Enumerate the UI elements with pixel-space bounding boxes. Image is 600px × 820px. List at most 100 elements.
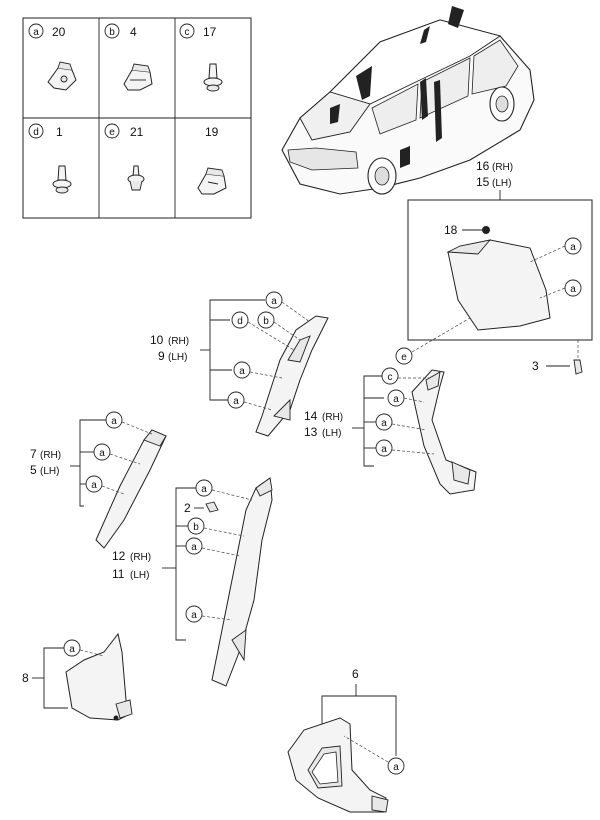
- callout-a: a: [195, 479, 213, 497]
- legend-code-b: b: [109, 27, 115, 38]
- callout-a-text: a: [570, 284, 576, 295]
- callout-d: d: [231, 311, 249, 329]
- callout-a-text: a: [570, 242, 576, 253]
- label-13: 13: [304, 425, 318, 439]
- legend-code-e: e: [109, 127, 115, 138]
- callout-b-text: b: [263, 316, 269, 327]
- callout-a: a: [375, 413, 393, 431]
- label-5-lh: (LH): [40, 466, 59, 477]
- vehicle-illustration: [281, 6, 535, 195]
- legend-code-c: c: [185, 27, 190, 38]
- callout-a-text: a: [271, 296, 277, 307]
- legend-cell-d: d 1: [28, 123, 72, 194]
- clip-b-icon: [123, 63, 153, 91]
- label-8: 8: [22, 671, 29, 685]
- callout-e: e: [395, 347, 413, 365]
- legend-cell-19: 19: [197, 125, 227, 195]
- label-3: 3: [532, 359, 539, 373]
- label-14-rh: (RH): [322, 412, 343, 423]
- legend-cell-c: c 17: [179, 23, 223, 92]
- callout-a: a: [375, 439, 393, 457]
- callout-a-text: a: [91, 480, 97, 491]
- legend-code-a: a: [33, 27, 39, 38]
- label-10-rh: (RH): [168, 336, 189, 347]
- label-9-lh: (LH): [168, 352, 187, 363]
- callout-a: a: [564, 237, 582, 255]
- label-18: 18: [444, 223, 458, 237]
- callout-a: a: [185, 537, 203, 555]
- callout-e-text: e: [401, 352, 407, 363]
- label-14: 14: [304, 409, 318, 423]
- label-11: 11: [112, 567, 125, 581]
- label-13-lh: (LH): [322, 428, 341, 439]
- label-7-rh: (RH): [40, 450, 61, 461]
- callout-a-text: a: [233, 396, 239, 407]
- callout-a-text: a: [239, 366, 245, 377]
- label-10: 10: [150, 333, 164, 347]
- label-6: 6: [352, 667, 359, 681]
- callout-a: a: [105, 411, 123, 429]
- label-11-lh: (LH): [130, 570, 149, 581]
- part-12-11-group: 12 (RH) 11 (LH) 2 a b a a: [112, 477, 273, 687]
- legend-code-d: d: [33, 127, 39, 138]
- callout-b: b: [257, 311, 275, 329]
- callout-a: a: [63, 639, 81, 657]
- callout-a-text: a: [201, 484, 207, 495]
- screw-3-icon: [573, 340, 583, 375]
- callout-b-text: b: [193, 522, 199, 533]
- callout-a-text: a: [381, 418, 387, 429]
- callout-a-text: a: [111, 416, 117, 427]
- callout-a-text: a: [191, 542, 197, 553]
- callout-c: c: [381, 367, 399, 385]
- callout-a: a: [227, 391, 245, 409]
- callout-a-text: a: [99, 448, 105, 459]
- legend-cell-a: a 20: [28, 23, 77, 91]
- callout-b: b: [187, 517, 205, 535]
- clip-19-icon: [197, 167, 227, 195]
- label-12-rh: (RH): [130, 552, 151, 563]
- label-16: 16: [476, 159, 490, 173]
- label-7: 7: [30, 447, 37, 461]
- callout-a: a: [185, 605, 203, 623]
- callout-a-text: a: [393, 762, 399, 773]
- callout-a-text: a: [393, 394, 399, 405]
- callout-a: a: [93, 443, 111, 461]
- part-7-5-group: 7 (RH) 5 (LH) a a a: [30, 411, 167, 549]
- legend-qty-a: 20: [52, 25, 66, 39]
- label-15-lh: (LH): [492, 178, 511, 189]
- part-6-group: 6 a: [287, 667, 405, 813]
- legend-cell-b: b 4: [104, 23, 153, 91]
- clip-a-icon: [47, 61, 77, 91]
- clip-e-icon: [127, 165, 145, 191]
- label-16-rh: (RH): [492, 162, 513, 173]
- label-5: 5: [30, 463, 37, 477]
- callout-c-text: c: [388, 372, 393, 383]
- legend-qty-b: 4: [130, 25, 137, 39]
- label-9: 9: [158, 349, 165, 363]
- callout-a: a: [387, 757, 405, 775]
- legend-cell-e: e 21: [104, 123, 145, 191]
- push-pin-d-icon: [52, 165, 72, 194]
- callout-a-text: a: [381, 444, 387, 455]
- legend-qty-e: 21: [130, 125, 144, 139]
- part-16-15-group: 16 (RH) 15 (LH) 18 a a e 3: [395, 159, 593, 375]
- legend-qty-19: 19: [205, 125, 219, 139]
- push-pin-c-icon: [203, 63, 223, 92]
- callout-a-text: a: [191, 610, 197, 621]
- clip-2-icon: [205, 501, 219, 513]
- callout-a: a: [85, 475, 103, 493]
- part-10-9-group: 10 (RH) 9 (LH) a d b a: [150, 291, 329, 437]
- callout-a: a: [265, 291, 283, 309]
- callout-d-text: d: [237, 316, 243, 327]
- callout-a: a: [387, 389, 405, 407]
- callout-a-text: a: [69, 644, 75, 655]
- legend-qty-d: 1: [56, 125, 63, 139]
- part-14-13-group: 14 (RH) 13 (LH) c a a a: [304, 367, 477, 495]
- legend-table: a 20 b 4 c 17: [22, 17, 252, 219]
- label-2: 2: [184, 501, 191, 515]
- label-15: 15: [476, 175, 490, 189]
- callout-a: a: [233, 361, 251, 379]
- label-12: 12: [112, 549, 126, 563]
- callout-a: a: [564, 279, 582, 297]
